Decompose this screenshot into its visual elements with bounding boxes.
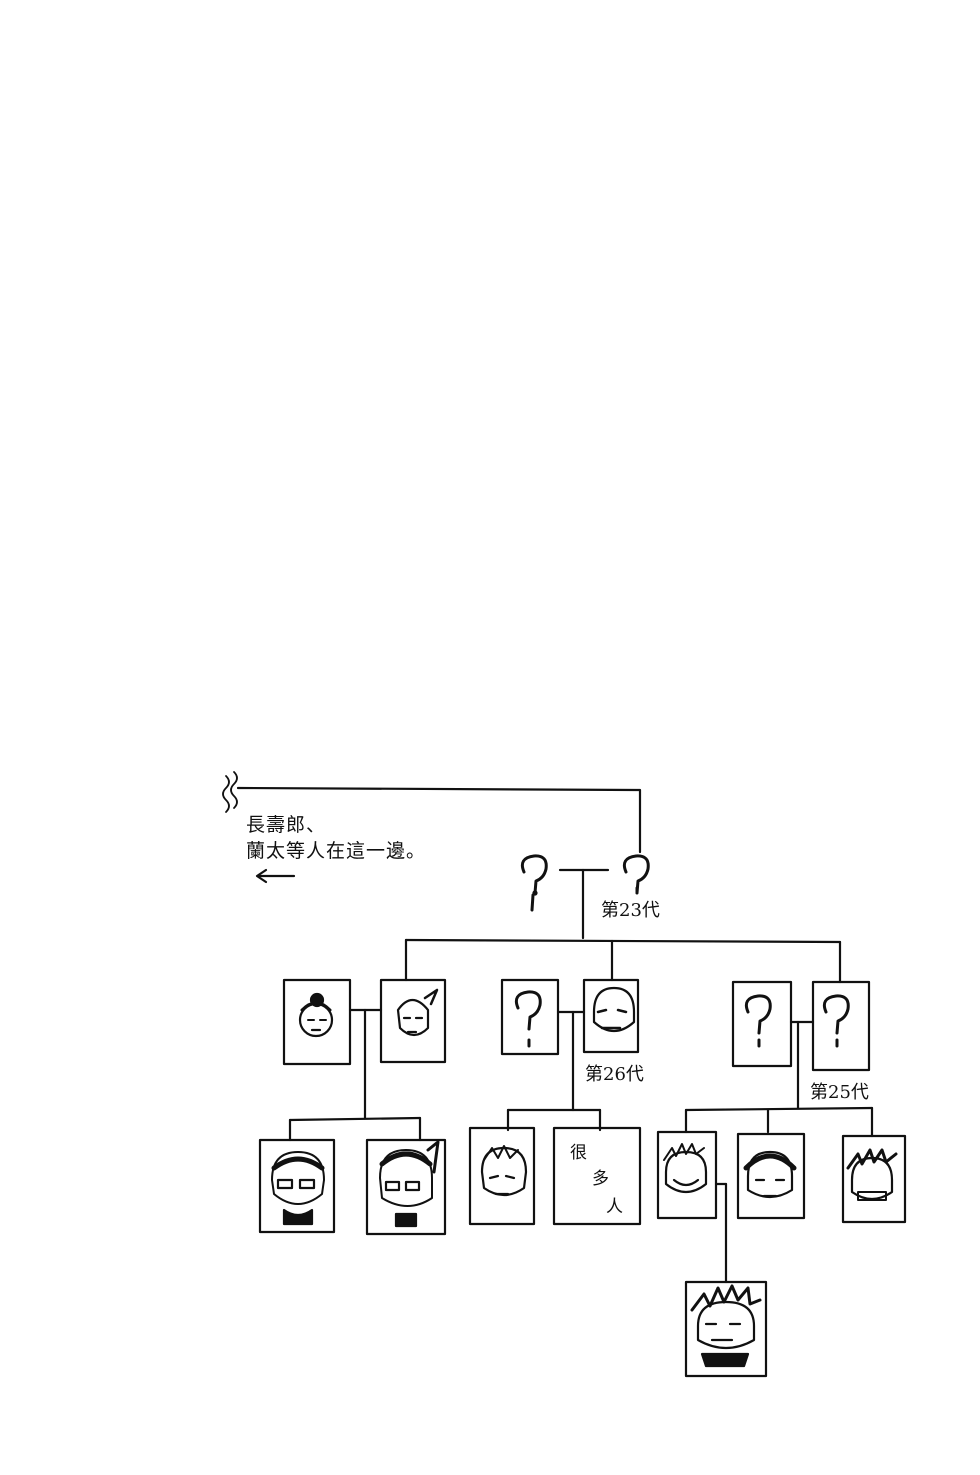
gen23-label: 第23代 [601,900,660,921]
gen23-couple-line [558,868,610,940]
portrait-card-young-man [468,1126,536,1226]
gen24-middle-couple-line [556,1010,586,1112]
side-branch-line [222,771,642,854]
portrait-card-woman-glasses [365,1138,447,1236]
portrait-card-spiky-boy [684,1280,768,1378]
note-line-1: 長壽郎、 [246,814,327,836]
gen25-middle-branch-line [506,1108,602,1132]
note-line-2: 蘭太等人在這一邊。 [246,840,427,862]
unknown-ancestor-left [520,854,548,912]
portrait-card-man-glasses [258,1138,336,1234]
many-people-card [552,1126,642,1226]
left-arrow-icon [255,868,296,884]
portrait-card-long-hair-man [736,1132,806,1220]
portrait-card-wild-hair-man [841,1134,907,1224]
portrait-card-man-ponytail [379,978,447,1064]
many-people-char-1: 很 [570,1143,587,1163]
gen25-label: 第25代 [810,1082,869,1103]
gen25-right-branch-line [684,1106,874,1138]
portrait-card-spiky-smiling [656,1130,718,1220]
portrait-card-bald-man [582,978,640,1054]
portrait-card-woman-bun [282,978,352,1066]
gen24-branch-line [404,938,842,984]
many-people-char-3: 人 [606,1197,623,1217]
unknown-card-right-left [731,980,793,1068]
unknown-ancestor-right [622,854,650,895]
gen25-left-branch-line [288,1116,422,1142]
unknown-card-middle [500,978,560,1056]
many-people-char-2: 多 [592,1169,609,1189]
gen24-right-couple-line [789,1020,815,1110]
gen26-label: 第26代 [585,1064,644,1085]
gen24-left-couple-line [348,1008,383,1120]
unknown-card-right-right [811,980,871,1072]
gen25-right-child-line [714,1182,728,1284]
